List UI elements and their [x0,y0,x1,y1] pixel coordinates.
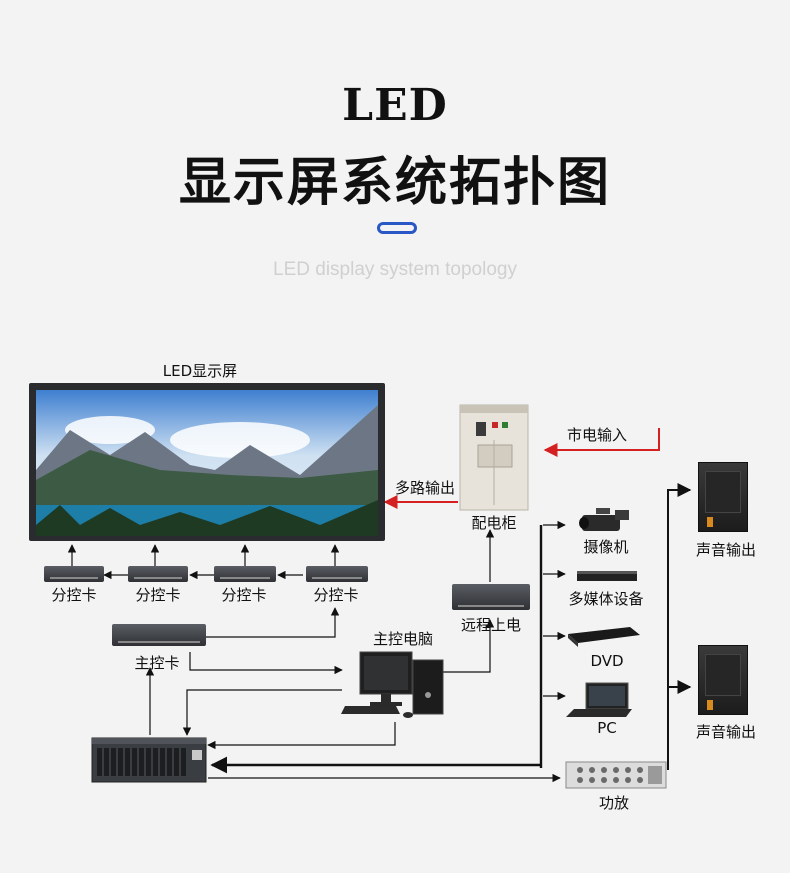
main-control-card [112,624,206,646]
led-screen-label: LED显示屏 [162,362,238,380]
amplifier-label: 功放 [598,794,629,812]
accent-pill-icon [377,222,417,234]
remote-power-label: 远程上电 [460,616,521,634]
sending-card-3 [214,566,276,582]
dvd-player-icon [568,627,640,647]
sending-card-label-4: 分控卡 [313,586,359,604]
subtitle: LED display system topology [273,259,517,280]
led-screen-image [29,383,385,541]
host-pc-label: 主控电脑 [372,630,433,648]
amplifier-icon [565,761,667,789]
title-en: LED [342,80,448,131]
host-pc-icon [341,651,444,718]
sending-card-label-2: 分控卡 [135,586,181,604]
multi-output-label: 多路输出 [394,479,455,497]
sound-output-label-1: 声音输出 [695,541,756,559]
sending-card-4 [306,566,368,582]
dvd-label: DVD [590,652,624,670]
laptop-icon [566,682,632,717]
camera-icon [579,508,629,531]
video-splicer-icon [91,737,207,783]
pc-label: PC [597,719,617,737]
multimedia-device-icon [577,571,637,581]
remote-power-device [452,584,530,610]
page-title: 显示屏系统拓扑图 [178,153,611,213]
speaker-icon-2 [698,645,748,715]
power-cabinet-label: 配电柜 [471,514,517,532]
speaker-icon-1 [698,462,748,532]
sending-card-2 [128,566,188,582]
mains-input-label: 市电输入 [566,426,627,444]
main-control-card-label: 主控卡 [134,654,180,672]
camera-label: 摄像机 [583,538,629,556]
sending-card-label-3: 分控卡 [221,586,267,604]
multimedia-label: 多媒体设备 [568,590,644,608]
sending-card-1 [44,566,104,582]
sound-output-label-2: 声音输出 [695,723,756,741]
power-cabinet-icon [459,404,529,511]
sending-card-label-1: 分控卡 [51,586,97,604]
